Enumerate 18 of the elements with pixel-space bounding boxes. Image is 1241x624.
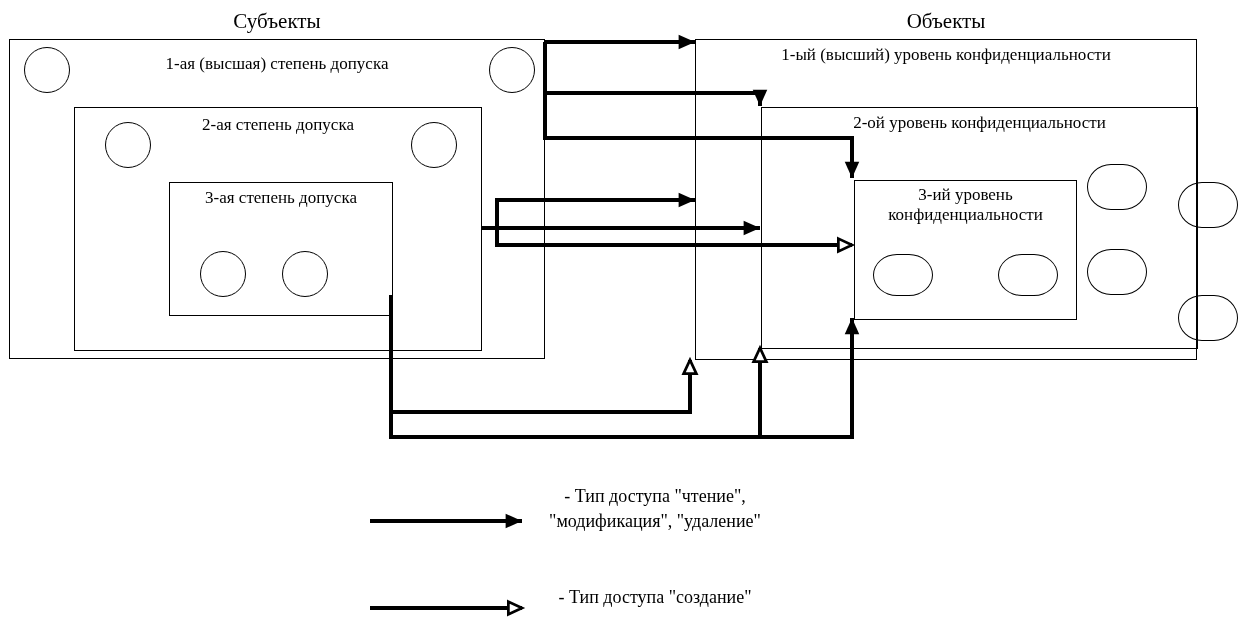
column-heading: Объекты	[906, 9, 986, 33]
box-title: 3-ий уровень конфиденциальности	[887, 185, 1044, 225]
column-heading: Субъекты	[233, 9, 321, 33]
confidentiality-level-box	[761, 107, 1198, 349]
clearance-level-box	[169, 182, 393, 316]
box-title: 2-ой уровень конфиденциальности	[853, 113, 1106, 133]
box-title: 2-ая степень допуска	[202, 115, 354, 135]
legend-text: - Тип доступа "чтение", "модификация", "удаление"	[548, 485, 762, 533]
arrow	[543, 42, 860, 178]
box-title: 1-ая (высшая) степень допуска	[165, 54, 389, 74]
confidentiality-level-box	[854, 180, 1077, 320]
arrow	[545, 34, 695, 50]
arrow	[389, 295, 860, 439]
box-title: 1-ый (высший) уровень конфиденциальности	[781, 45, 1111, 65]
arrow	[481, 226, 854, 253]
legend-text: - Тип доступа "создание"	[557, 586, 753, 609]
box-title: 3-ая степень допуска	[205, 188, 357, 208]
clearance-level-box	[74, 107, 482, 351]
